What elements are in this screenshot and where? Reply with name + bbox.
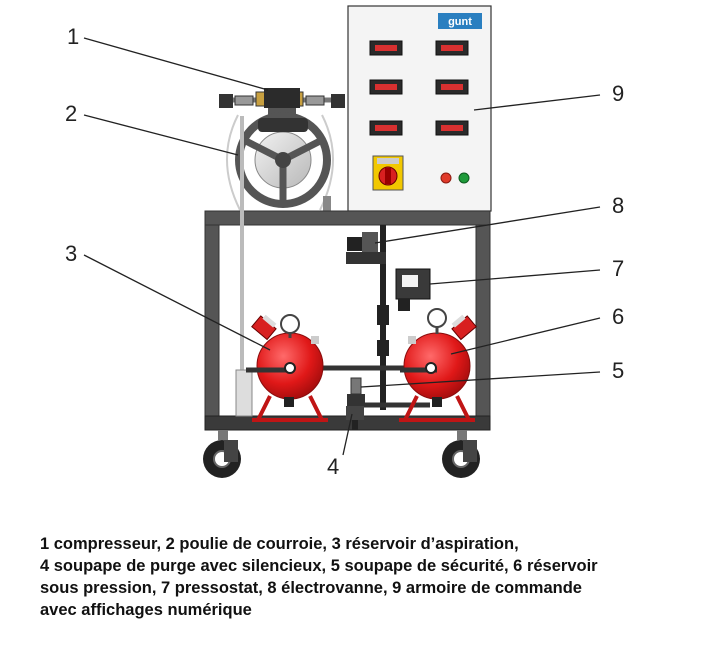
pressure-switch <box>395 268 431 311</box>
figure-caption: 1 compresseur, 2 poulie de courroie, 3 r… <box>40 533 710 621</box>
callout-3: 3 <box>65 241 77 266</box>
callout-5: 5 <box>612 358 624 383</box>
digital-display-4 <box>435 79 469 95</box>
pressure-tank <box>399 308 477 422</box>
digital-display-5 <box>369 120 403 136</box>
caster-right <box>442 430 480 478</box>
test-bench-diagram: gunt <box>65 5 624 479</box>
control-cabinet: gunt <box>347 5 492 212</box>
solenoid-valve <box>346 232 386 264</box>
callout-4: 4 <box>327 454 339 479</box>
callout-2: 2 <box>65 101 77 126</box>
caption-line-3: sous pression, 7 pressostat, 8 électrova… <box>40 579 582 597</box>
leader-lines <box>83 37 601 456</box>
digital-display-6 <box>435 120 469 136</box>
callout-8: 8 <box>612 193 624 218</box>
callout-9: 9 <box>612 81 624 106</box>
digital-display-3 <box>369 79 403 95</box>
compressor-head <box>264 88 300 108</box>
safety-valve <box>347 377 365 406</box>
caption-line-4: avec affichages numérique <box>40 601 252 619</box>
brand-logo: gunt <box>438 13 482 29</box>
caption-line-2: 4 soupape de purge avec silencieux, 5 so… <box>40 557 598 575</box>
caster-left <box>203 430 241 478</box>
digital-display-1 <box>369 40 403 56</box>
drain-valve <box>346 406 364 430</box>
main-switch <box>372 155 404 191</box>
caption-line-1: 1 compresseur, 2 poulie de courroie, 3 r… <box>40 535 519 553</box>
belt-pulley <box>235 112 331 208</box>
svg-text:gunt: gunt <box>448 16 472 28</box>
green-indicator-lamp <box>458 172 470 184</box>
compressor-assembly <box>219 88 345 211</box>
callout-7: 7 <box>612 256 624 281</box>
red-indicator-lamp <box>440 172 452 184</box>
digital-display-2 <box>435 40 469 56</box>
suction-tank <box>246 314 328 422</box>
callout-1: 1 <box>67 24 79 49</box>
callout-6: 6 <box>612 304 624 329</box>
frame <box>204 116 491 431</box>
